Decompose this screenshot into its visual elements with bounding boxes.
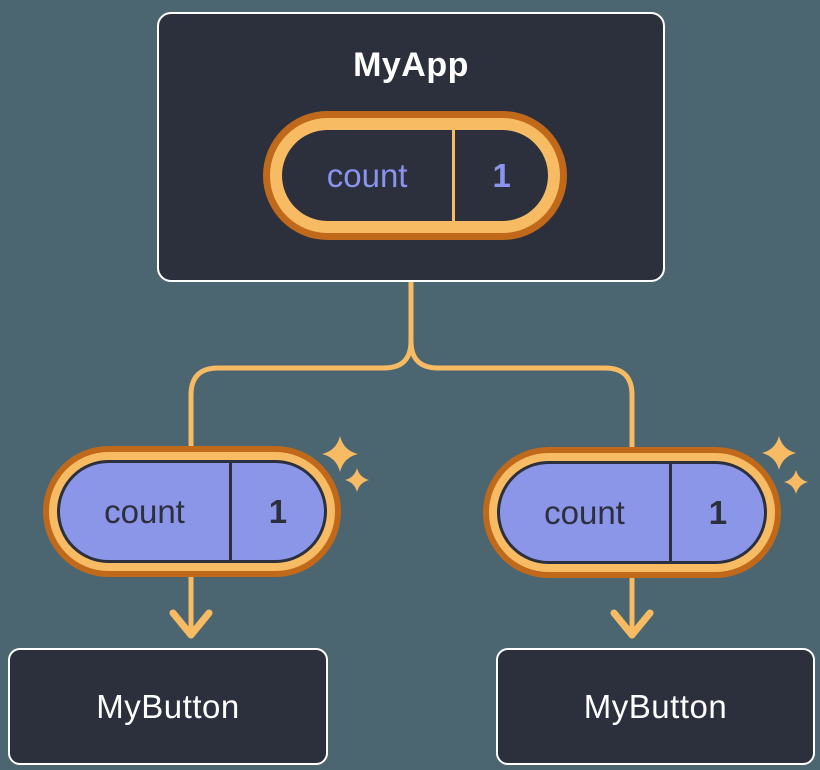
state-name-label: count <box>326 156 408 194</box>
prop-pill-core: count 1 <box>497 461 767 564</box>
prop-name-label: count <box>544 493 625 531</box>
prop-pill-core: count 1 <box>57 460 327 563</box>
prop-pill: count 1 <box>43 446 341 577</box>
node-title: MyApp <box>353 46 469 84</box>
arrow-down-icon <box>169 609 213 639</box>
prop-pill-ring: count 1 <box>489 453 775 572</box>
state-value-label: 1 <box>492 156 511 194</box>
app-node: MyApp count 1 <box>157 12 665 282</box>
pill-divider <box>668 464 672 561</box>
pill-divider <box>452 130 456 221</box>
state-pill: count 1 <box>263 111 567 240</box>
prop-pill: count 1 <box>483 447 781 578</box>
node-title: MyButton <box>96 687 240 725</box>
node-title: MyButton <box>583 687 728 725</box>
prop-value-label: 1 <box>268 492 288 530</box>
arrow-down-icon <box>610 609 654 639</box>
state-pill-ring: count 1 <box>270 118 560 233</box>
button-node: MyButton <box>496 648 815 765</box>
state-pill-core: count 1 <box>282 130 548 221</box>
pill-divider <box>228 463 232 560</box>
prop-pill-ring: count 1 <box>49 452 335 571</box>
button-node: MyButton <box>8 648 328 765</box>
prop-name-label: count <box>104 492 185 530</box>
prop-value-label: 1 <box>708 493 728 531</box>
